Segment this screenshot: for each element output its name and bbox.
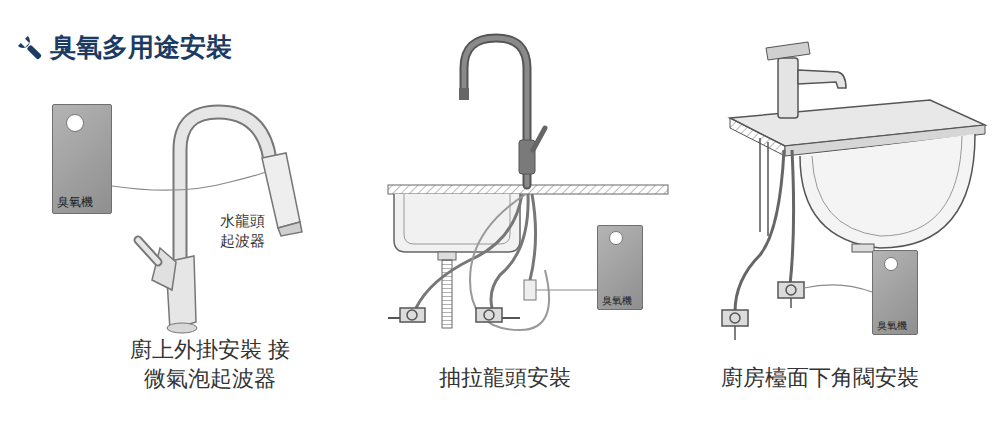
caption-text: 抽拉龍頭安裝 [439, 364, 571, 393]
caption-text: 廚上外掛安裝 接微氣泡起波器 [128, 336, 293, 393]
device-label: 臭氧機 [598, 295, 632, 310]
caption-text: 廚房檯面下角閥安裝 [721, 364, 919, 393]
part-label: 水龍頭 起波器 [217, 212, 268, 251]
ozone-machine-box: 臭氧機 [872, 250, 918, 335]
indicator-light [884, 257, 898, 271]
indicator-light [66, 114, 84, 132]
pull-down-faucet [112, 112, 302, 333]
device-label: 臭氧機 [53, 196, 93, 213]
device-label: 臭氧機 [873, 320, 907, 335]
ozone-machine-box: 臭氧機 [52, 104, 112, 214]
basin-installation [722, 42, 985, 340]
indicator-light [609, 231, 623, 245]
sink-installation [388, 38, 668, 330]
ozone-machine-box: 臭氧機 [597, 225, 643, 310]
title: 臭氧多用途安裝 [50, 30, 232, 65]
wrench-icon [18, 36, 45, 63]
